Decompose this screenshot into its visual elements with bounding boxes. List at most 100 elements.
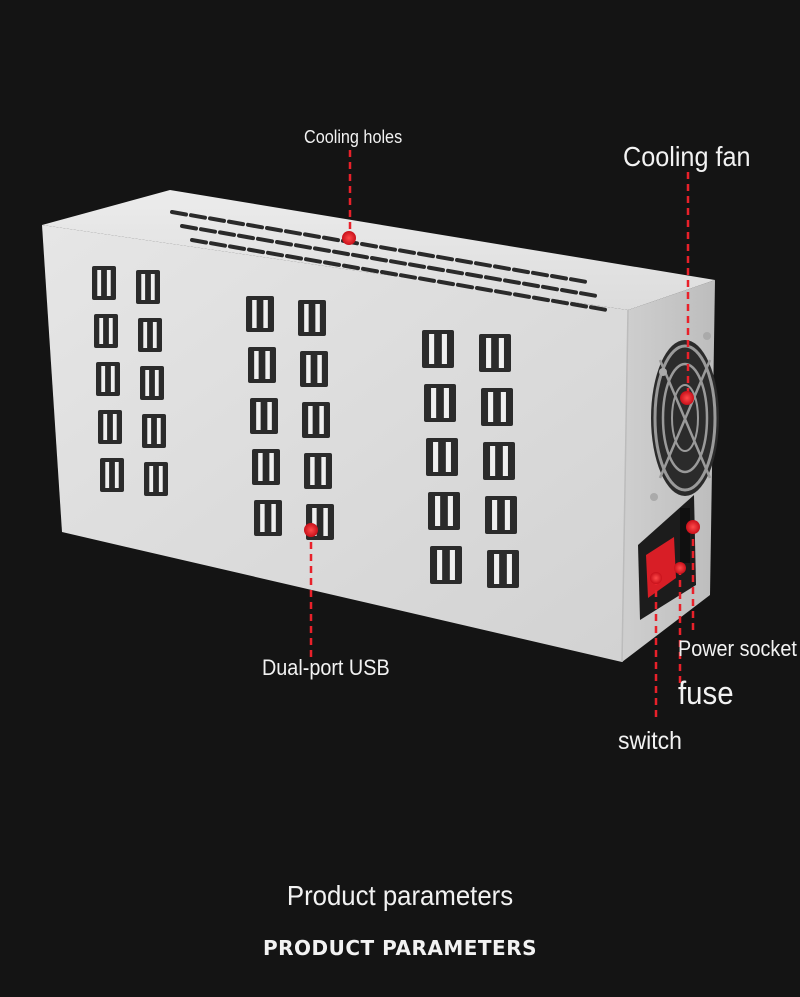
cooling-slot — [380, 270, 398, 277]
usb-port-icon — [483, 442, 515, 480]
usb-port-icon — [487, 550, 519, 588]
cooling-slot — [570, 302, 588, 309]
cooling-slot — [532, 295, 550, 303]
cooling-slot — [228, 244, 246, 251]
label-power-socket: Power socket — [678, 636, 797, 661]
usb-port-icon — [424, 384, 456, 422]
power-socket-icon — [680, 508, 690, 563]
cooling-slot — [379, 245, 397, 252]
cooling-slot — [399, 273, 417, 280]
cooling-slot — [437, 279, 455, 287]
label-cooling-holes: Cooling holes — [304, 127, 403, 147]
cooling-slot — [285, 254, 303, 261]
cooling-slot — [361, 266, 379, 274]
cooling-slot — [237, 233, 255, 241]
cooling-slot — [484, 275, 502, 282]
cooling-slot — [408, 262, 426, 269]
cooling-slot — [551, 298, 569, 306]
usb-port-icon — [140, 366, 164, 400]
cooling-slot — [427, 265, 445, 273]
cooling-slot — [550, 274, 568, 281]
cooling-slot — [370, 256, 388, 263]
cooling-slot — [284, 229, 302, 236]
cooling-slot — [218, 230, 236, 237]
usb-port-icon — [426, 438, 458, 476]
cooling-slot — [589, 305, 607, 312]
cooling-slot — [389, 259, 407, 266]
cooling-slot — [398, 248, 416, 255]
cooling-slot — [522, 281, 540, 289]
usb-port-grid — [92, 266, 519, 588]
cooling-slot — [275, 240, 293, 247]
label-fuse: fuse — [678, 675, 734, 711]
cooling-slot — [313, 246, 331, 253]
cooling-slot — [418, 276, 436, 283]
cooling-slot — [436, 254, 454, 262]
usb-port-icon — [298, 300, 326, 336]
usb-port-icon — [422, 330, 454, 368]
label-cooling-fan: Cooling fan — [623, 141, 751, 172]
cooling-slot — [246, 222, 264, 230]
callout-markers — [304, 231, 700, 584]
cooling-slot — [360, 242, 378, 249]
cooling-slot — [265, 226, 283, 233]
cooling-slot — [455, 258, 473, 265]
usb-port-icon — [250, 398, 278, 434]
usb-port-icon — [485, 496, 517, 534]
cooling-slot — [474, 261, 492, 268]
usb-port-icon — [248, 347, 276, 383]
usb-port-icon — [428, 492, 460, 530]
cooling-slot — [475, 286, 493, 293]
cooling-slot — [456, 282, 474, 290]
cooling-slot — [569, 277, 587, 284]
cooling-fan-icon — [650, 332, 719, 501]
cooling-slot — [446, 268, 464, 276]
cooling-slot — [493, 264, 511, 271]
cooling-slot — [332, 249, 350, 257]
cooling-slot — [208, 216, 226, 223]
label-dual-port-usb: Dual-port USB — [262, 655, 390, 680]
usb-port-icon — [92, 266, 116, 300]
section-title-caps: PRODUCT PARAMETERS — [262, 936, 538, 960]
usb-port-icon — [144, 462, 168, 496]
usb-port-icon — [98, 410, 122, 444]
section-title: Product parameters — [286, 880, 514, 911]
usb-port-icon — [479, 334, 511, 372]
cooling-slot — [322, 235, 340, 243]
label-switch: switch — [618, 727, 682, 755]
cooling-slot — [342, 263, 360, 271]
cooling-slot — [541, 284, 559, 292]
usb-port-icon — [100, 458, 124, 492]
cooling-slot — [199, 227, 217, 234]
cooling-slot — [503, 278, 521, 285]
cooling-slot — [579, 291, 597, 298]
cooling-slot — [209, 241, 227, 248]
cooling-slot — [180, 224, 198, 231]
usb-port-icon — [94, 314, 118, 348]
cooling-slot — [531, 270, 549, 278]
callout-leaders — [309, 150, 695, 722]
usb-port-icon — [136, 270, 160, 304]
cooling-slot — [227, 219, 245, 227]
cooling-slot — [266, 250, 284, 258]
usb-port-icon — [96, 362, 120, 396]
usb-port-icon — [246, 296, 274, 332]
cooling-slot — [294, 243, 312, 250]
cooling-slot — [513, 292, 531, 299]
usb-port-icon — [254, 500, 282, 536]
cooling-slot — [351, 252, 369, 260]
usb-port-icon — [142, 414, 166, 448]
cooling-slot — [417, 251, 435, 259]
cooling-slot — [256, 236, 274, 244]
cooling-slots — [170, 210, 607, 312]
cooling-slot — [170, 210, 188, 217]
cooling-slot — [190, 238, 208, 245]
usb-port-icon — [252, 449, 280, 485]
cooling-slot — [494, 289, 512, 296]
cooling-slot — [247, 247, 265, 255]
cooling-slot — [560, 288, 578, 295]
usb-port-icon — [300, 351, 328, 387]
usb-port-icon — [430, 546, 462, 584]
usb-port-icon — [481, 388, 513, 426]
